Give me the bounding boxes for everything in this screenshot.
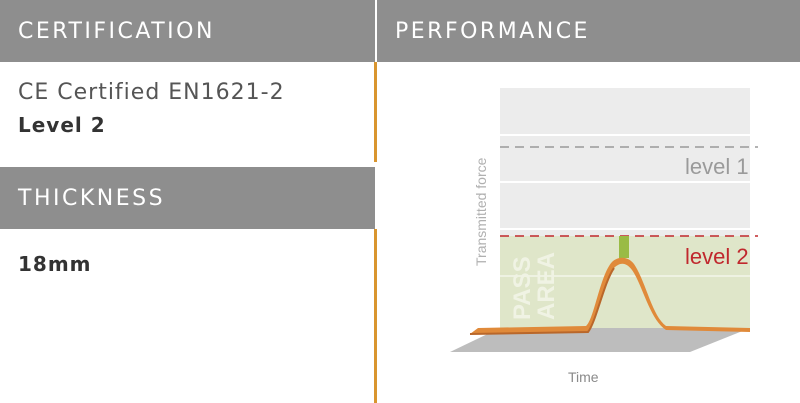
divider-line-bottom <box>374 229 377 403</box>
level1-label: level 1 <box>685 154 749 179</box>
certification-standard: CE Certified EN1621-2 <box>18 80 285 105</box>
force-curve-shadow <box>469 267 615 335</box>
thickness-value: 18mm <box>18 252 92 276</box>
thickness-header: THICKNESS <box>0 167 375 229</box>
force-curve <box>470 257 750 334</box>
x-axis-label: Time <box>568 369 599 385</box>
level2-label: level 2 <box>685 244 749 269</box>
thickness-title: THICKNESS <box>18 185 166 211</box>
y-axis-label: Transmitted force <box>473 157 489 266</box>
divider-line-top <box>374 62 377 162</box>
performance-diagram: level 1 level 2 PASS AREA Transmitted fo… <box>450 88 758 385</box>
certification-header: CERTIFICATION <box>0 0 375 62</box>
performance-title: PERFORMANCE <box>395 18 590 44</box>
header-gap <box>375 0 377 62</box>
pass-area-label-area: AREA <box>533 252 560 320</box>
performance-header: PERFORMANCE <box>377 0 800 62</box>
pass-area-label-pass: PASS <box>509 256 536 320</box>
certification-title: CERTIFICATION <box>18 18 215 44</box>
peak-indicator <box>619 236 629 258</box>
certification-level: Level 2 <box>18 113 106 137</box>
